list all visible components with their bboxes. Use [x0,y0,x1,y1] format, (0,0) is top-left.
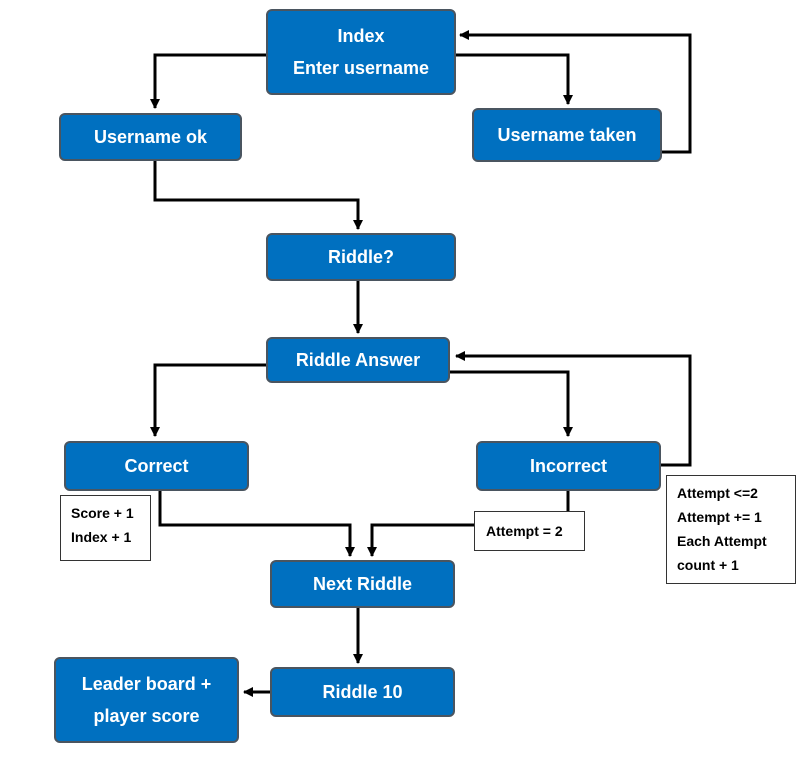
attempt-loop-line-3: Each Attempt [677,533,767,549]
leaderboard-line-1: Leader board + [81,674,212,694]
riddle-answer-node: Riddle Answer [266,337,450,383]
username-taken-label: Username taken [497,125,637,145]
arrow-answer-to-correct [150,363,268,437]
leaderboard-node: Leader board + player score [54,657,239,743]
riddle-10-label: Riddle 10 [322,682,403,702]
riddle-node: Riddle? [266,233,456,281]
index-node-subtitle: Enter username [292,58,430,78]
correct-node: Correct [64,441,249,491]
attempt-equals-note: Attempt = 2 [474,511,585,551]
correct-note-line-1: Score + 1 [71,505,134,521]
username-taken-node: Username taken [472,108,662,162]
riddle-label: Riddle? [328,247,394,267]
arrow-username-taken-to-index [459,30,692,154]
leaderboard-line-2: player score [93,706,200,726]
correct-label: Correct [124,456,189,476]
riddle-10-node: Riddle 10 [270,667,455,717]
riddle-answer-label: Riddle Answer [295,350,421,370]
arrow-incorrect-to-answer [455,351,692,467]
username-ok-label: Username ok [93,127,208,147]
incorrect-node: Incorrect [476,441,661,491]
arrow-index-to-username-ok [150,53,268,109]
correct-note: Score + 1 Index + 1 [60,495,151,561]
attempt-loop-line-1: Attempt <=2 [677,485,758,501]
arrow-index-to-username-taken [454,53,573,105]
arrow-correct-to-next-riddle [158,490,355,557]
arrow-incorrect-to-next-riddle [367,490,570,557]
attempt-loop-note: Attempt <=2 Attempt += 1 Each Attempt co… [666,475,796,584]
incorrect-label: Incorrect [529,456,608,476]
attempt-loop-line-4: count + 1 [677,557,739,573]
next-riddle-node: Next Riddle [270,560,455,608]
index-node: Index Enter username [266,9,456,95]
arrow-username-ok-to-riddle [153,160,363,230]
username-ok-node: Username ok [59,113,242,161]
index-node-title: Index [337,26,385,46]
attempt-loop-line-2: Attempt += 1 [677,509,762,525]
next-riddle-label: Next Riddle [312,574,413,594]
attempt-equals-label: Attempt = 2 [486,523,563,539]
arrow-answer-to-incorrect [448,370,573,437]
correct-note-line-2: Index + 1 [71,529,132,545]
